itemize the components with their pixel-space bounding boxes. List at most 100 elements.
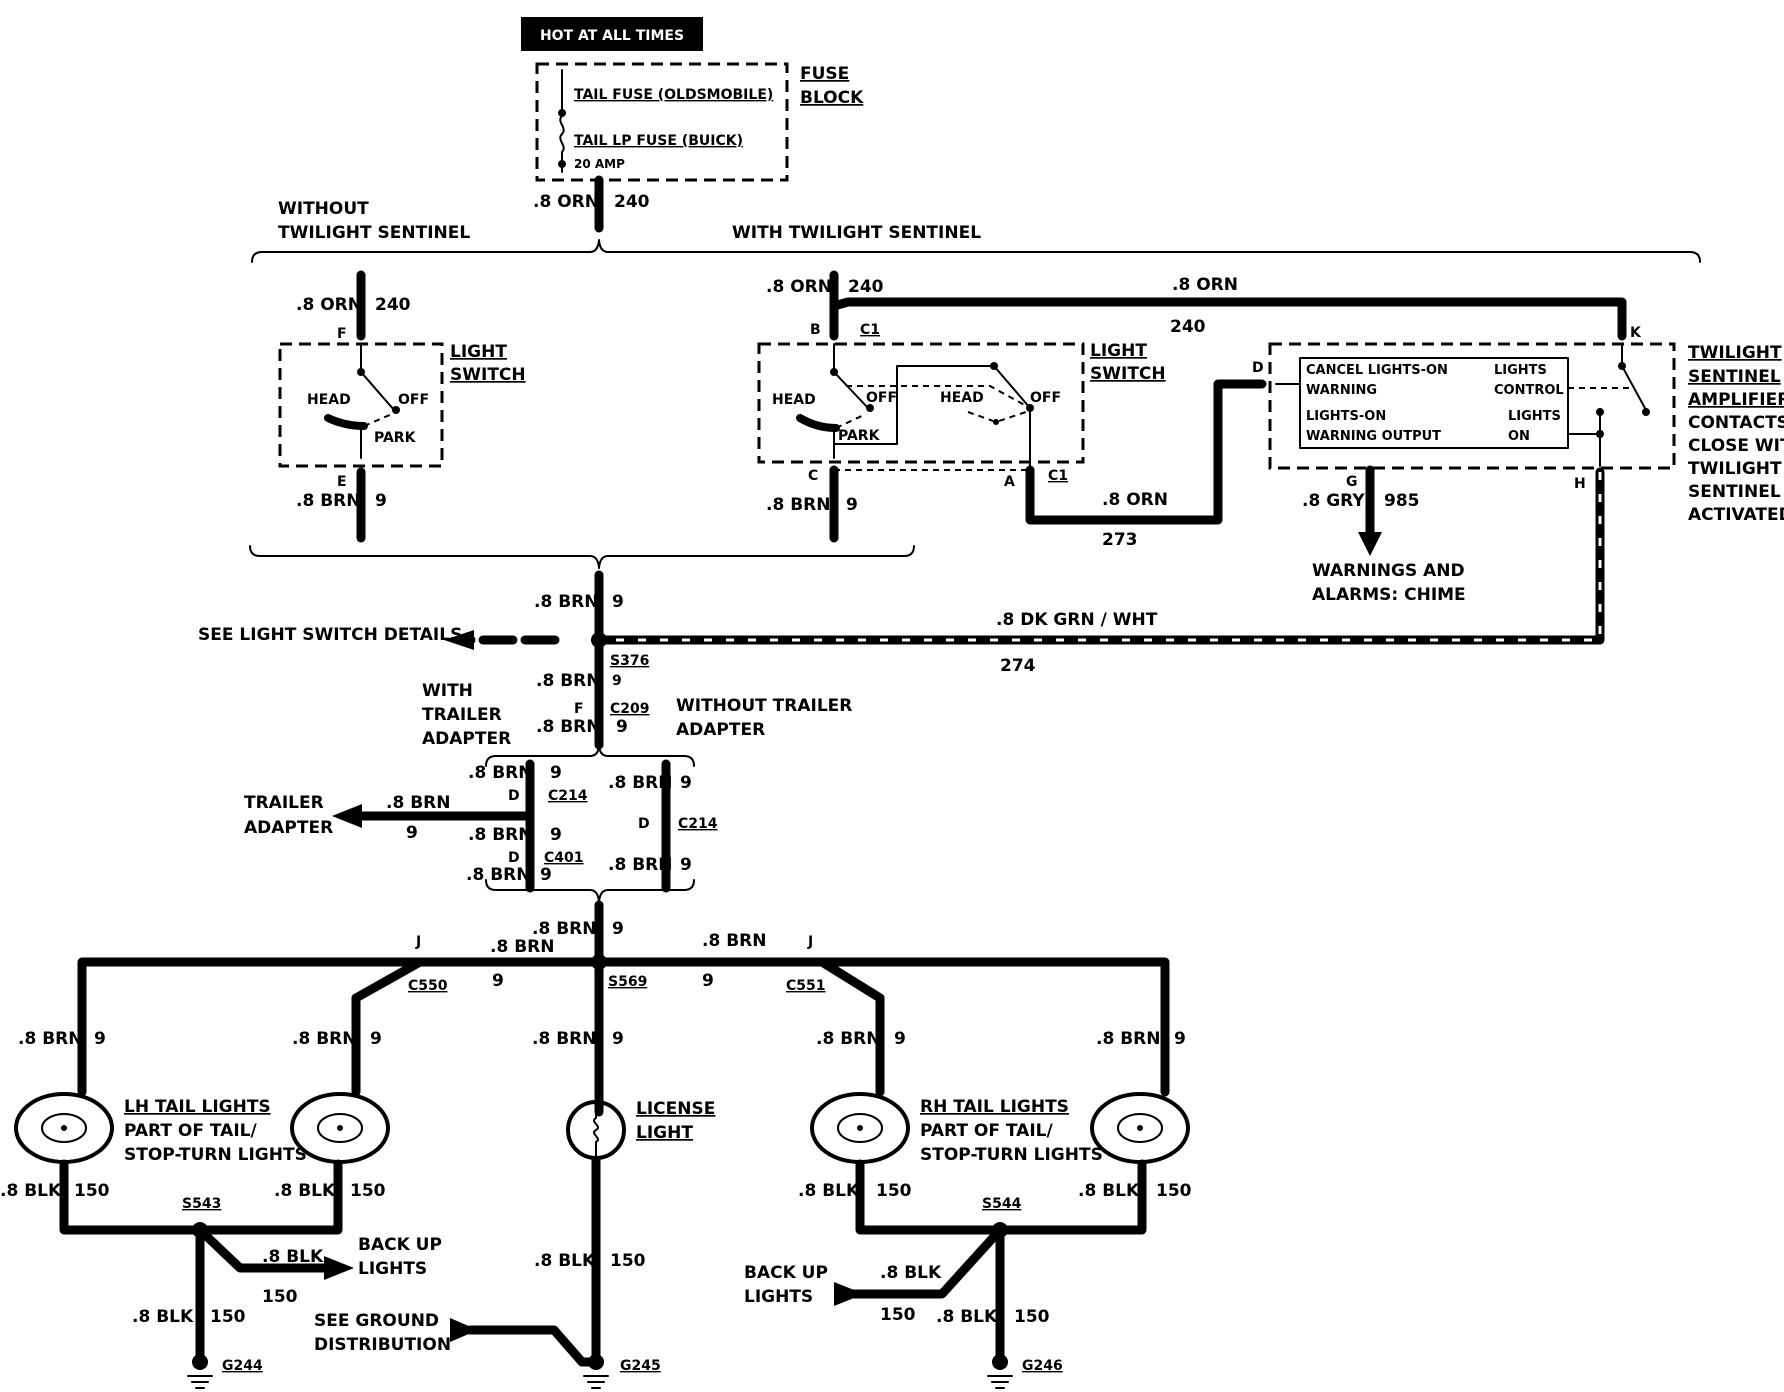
svg-text:S543: S543 <box>182 1196 221 1212</box>
svg-text:.8 BRN: .8 BRN <box>296 491 360 511</box>
svg-text:STOP-TURN LIGHTS: STOP-TURN LIGHTS <box>124 1145 307 1165</box>
svg-text:SENTINEL: SENTINEL <box>1688 482 1781 502</box>
svg-text:.8 BRN: .8 BRN <box>468 763 532 783</box>
ground-g245 <box>583 1354 609 1389</box>
svg-text:C550: C550 <box>408 978 448 994</box>
svg-text:SWITCH: SWITCH <box>1090 364 1166 384</box>
ground-g246 <box>987 1354 1013 1389</box>
svg-text:.8 ORN: .8 ORN <box>1172 275 1238 295</box>
svg-text:CANCEL LIGHTS-ON: CANCEL LIGHTS-ON <box>1306 363 1448 378</box>
svg-text:.8 BRN: .8 BRN <box>766 495 830 515</box>
svg-text:.8 BLK: .8 BLK <box>1078 1181 1140 1201</box>
svg-text:LIGHT: LIGHT <box>450 342 507 362</box>
svg-text:AMPLIFIER: AMPLIFIER <box>1688 390 1784 410</box>
fuse2-label: TAIL LP FUSE (BUICK) <box>574 133 743 149</box>
svg-text:BACK UP: BACK UP <box>744 1263 828 1283</box>
svg-text:STOP-TURN LIGHTS: STOP-TURN LIGHTS <box>920 1145 1103 1165</box>
svg-text:LIGHTS: LIGHTS <box>1508 409 1561 424</box>
svg-text:9: 9 <box>846 495 858 515</box>
svg-text:G244: G244 <box>222 1358 263 1374</box>
svg-text:240: 240 <box>375 295 411 315</box>
svg-text:G245: G245 <box>620 1358 661 1374</box>
svg-text:C209: C209 <box>610 701 650 717</box>
svg-text:240: 240 <box>614 192 650 212</box>
svg-text:ADAPTER: ADAPTER <box>676 720 765 740</box>
svg-text:9: 9 <box>612 1029 624 1049</box>
svg-text:WARNINGS AND: WARNINGS AND <box>1312 561 1465 581</box>
svg-text:.8 BRN: .8 BRN <box>386 793 450 813</box>
wire-273 <box>1025 379 1267 525</box>
svg-text:9: 9 <box>1174 1029 1186 1049</box>
svg-text:LH TAIL LIGHTS: LH TAIL LIGHTS <box>124 1097 271 1117</box>
svg-text:ON: ON <box>1508 429 1530 444</box>
svg-text:D: D <box>638 816 650 832</box>
svg-text:F: F <box>337 326 347 342</box>
svg-text:150: 150 <box>876 1181 912 1201</box>
svg-text:.8 BRN: .8 BRN <box>292 1029 356 1049</box>
ground-g244 <box>187 1354 213 1389</box>
svg-text:TWILIGHT: TWILIGHT <box>1688 459 1782 479</box>
svg-text:LIGHTS: LIGHTS <box>358 1259 427 1279</box>
svg-text:.8 BRN: .8 BRN <box>702 931 766 951</box>
svg-text:CLOSE WITH: CLOSE WITH <box>1688 436 1784 456</box>
svg-text:9: 9 <box>616 717 628 737</box>
svg-text:.8 BLK: .8 BLK <box>0 1181 62 1201</box>
svg-text:C401: C401 <box>544 850 584 866</box>
svg-text:CONTACTS: CONTACTS <box>1688 413 1784 433</box>
svg-text:.8 BRN: .8 BRN <box>532 919 596 939</box>
svg-text:9: 9 <box>540 865 552 885</box>
svg-text:.8 BRN: .8 BRN <box>466 865 530 885</box>
svg-text:9: 9 <box>612 673 622 689</box>
svg-text:LIGHTS: LIGHTS <box>744 1287 813 1307</box>
svg-text:WITH: WITH <box>422 681 473 701</box>
splice-s569 <box>591 954 607 970</box>
rh-tail-lamp-2 <box>1090 1092 1190 1164</box>
svg-text:D: D <box>508 788 520 804</box>
svg-text:9: 9 <box>894 1029 906 1049</box>
svg-text:LIGHTS-ON: LIGHTS-ON <box>1306 409 1386 424</box>
svg-text:274: 274 <box>1000 656 1036 676</box>
fuse-block-box <box>535 62 789 182</box>
fuse1-label: TAIL FUSE (OLDSMOBILE) <box>574 87 773 103</box>
hot-at-all-times-box <box>521 17 703 51</box>
splice-s376 <box>591 632 607 648</box>
svg-text:WITHOUT: WITHOUT <box>278 199 369 219</box>
svg-text:.8 BRN: .8 BRN <box>534 592 598 612</box>
svg-text:.8 BLK: .8 BLK <box>262 1247 324 1267</box>
svg-text:9: 9 <box>702 971 714 991</box>
svg-text:C1: C1 <box>1048 468 1068 484</box>
svg-text:150: 150 <box>880 1305 916 1325</box>
svg-text:.8 BRN: .8 BRN <box>608 773 672 793</box>
svg-text:CONTROL: CONTROL <box>1494 383 1564 398</box>
top-brace <box>251 239 1701 263</box>
svg-text:150: 150 <box>74 1181 110 1201</box>
svg-text:.8 BLK: .8 BLK <box>880 1263 942 1283</box>
svg-text:.8 BRN: .8 BRN <box>608 855 672 875</box>
svg-text:.8 ORN: .8 ORN <box>1102 490 1168 510</box>
svg-text:DISTRIBUTION: DISTRIBUTION <box>314 1335 451 1355</box>
lh-tail-lamp-1 <box>14 1092 114 1164</box>
svg-text:C1: C1 <box>860 322 880 338</box>
svg-text:J: J <box>807 934 813 950</box>
svg-text:9: 9 <box>94 1029 106 1049</box>
svg-text:150: 150 <box>262 1287 298 1307</box>
svg-text:S569: S569 <box>608 974 647 990</box>
middle-brace <box>249 545 915 569</box>
svg-text:.8 BRN: .8 BRN <box>532 1029 596 1049</box>
svg-text:S376: S376 <box>610 653 649 669</box>
svg-text:.8 BRN: .8 BRN <box>816 1029 880 1049</box>
svg-text:9: 9 <box>612 592 624 612</box>
svg-text:G: G <box>1346 474 1358 490</box>
svg-text:.8 BRN: .8 BRN <box>468 825 532 845</box>
svg-text:BACK UP: BACK UP <box>358 1235 442 1255</box>
svg-text:A: A <box>1004 474 1015 490</box>
svg-text:ACTIVATED: ACTIVATED <box>1688 505 1784 525</box>
svg-text:240: 240 <box>1170 317 1206 337</box>
svg-text:OFF: OFF <box>1030 390 1061 406</box>
svg-text:LIGHT: LIGHT <box>636 1123 693 1143</box>
svg-text:OFF: OFF <box>398 392 429 408</box>
svg-text:C214: C214 <box>678 816 718 832</box>
svg-text:ALARMS: CHIME: ALARMS: CHIME <box>1312 585 1466 605</box>
svg-text:TWILIGHT SENTINEL: TWILIGHT SENTINEL <box>278 223 470 243</box>
svg-text:B: B <box>810 322 821 338</box>
